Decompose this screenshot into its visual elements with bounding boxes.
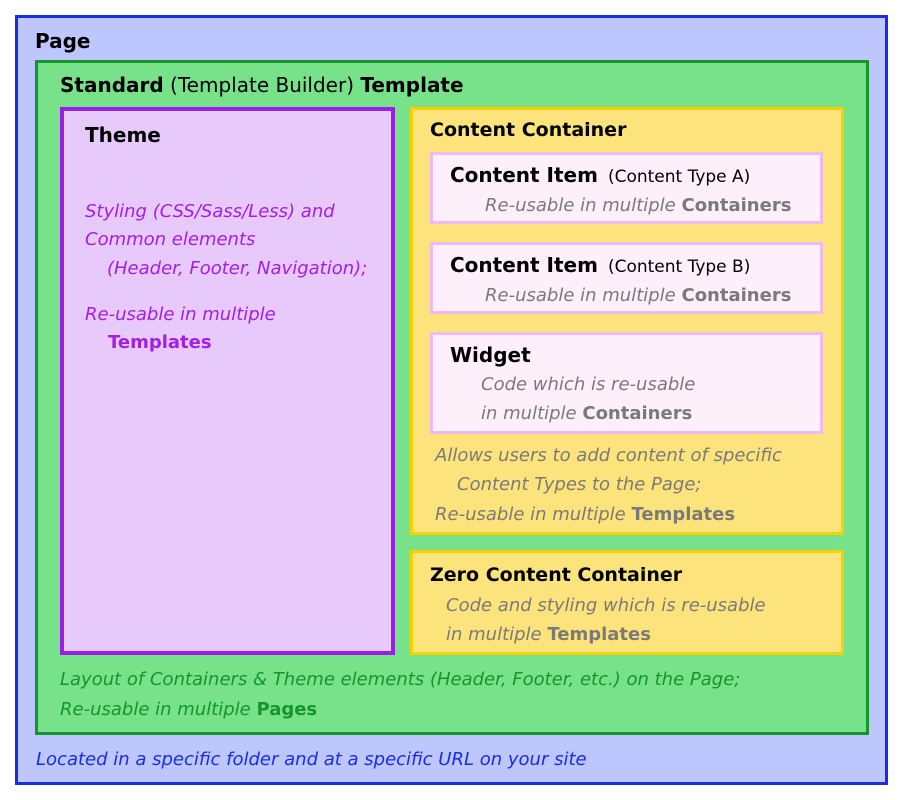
content-container-label: Content Container bbox=[430, 119, 627, 141]
widget-note-line1: Code which is re-usable bbox=[481, 374, 696, 395]
zero-container-note-line2-text: in multiple bbox=[446, 624, 548, 645]
theme-box bbox=[60, 107, 395, 655]
template-note-line2: Re-usable in multiple Pages bbox=[60, 701, 317, 719]
content-item-b-label: Content Item bbox=[450, 253, 598, 277]
content-item-b-note-text: Re-usable in multiple bbox=[485, 285, 682, 306]
content-item-a-containers: Containers bbox=[681, 195, 792, 216]
zero-container-note-line2: in multiple Templates bbox=[446, 626, 651, 644]
widget-note-line2-text: in multiple bbox=[481, 403, 583, 424]
content-item-b-type: (Content Type B) bbox=[607, 257, 751, 277]
content-container-note-line3: Re-usable in multiple Templates bbox=[435, 506, 735, 524]
content-item-b-note: Re-usable in multiple Containers bbox=[485, 287, 791, 305]
widget-containers: Containers bbox=[582, 403, 693, 424]
widget-label: Widget bbox=[450, 343, 531, 367]
template-label-template: Template bbox=[360, 73, 464, 97]
theme-line1: Styling (CSS/Sass/Less) and bbox=[85, 203, 335, 221]
template-label-standard: Standard bbox=[60, 73, 164, 97]
content-item-b-box bbox=[430, 242, 823, 314]
content-container-note-line3-text: Re-usable in multiple bbox=[435, 504, 632, 525]
widget-note-line2: in multiple Containers bbox=[481, 405, 692, 423]
theme-label: Theme bbox=[85, 123, 161, 147]
theme-line1-styling: Styling (CSS/Sass/Less) bbox=[85, 201, 296, 222]
template-note-line2-text: Re-usable in multiple bbox=[60, 699, 257, 720]
template-label: Standard (Template Builder) Template bbox=[60, 75, 464, 95]
template-note-pages: Pages bbox=[256, 699, 318, 720]
page-label: Page bbox=[35, 29, 91, 53]
widget-box bbox=[430, 332, 823, 434]
content-container-templates: Templates bbox=[631, 504, 736, 525]
template-label-builder: (Template Builder) bbox=[163, 73, 361, 97]
theme-templates: Templates bbox=[108, 332, 212, 353]
content-container-note-line1: Allows users to add content of specific bbox=[435, 445, 782, 466]
content-item-a-heading: Content Item (Content Type A) bbox=[450, 165, 750, 186]
content-item-a-label: Content Item bbox=[450, 163, 598, 187]
theme-line4: Re-usable in multiple bbox=[85, 304, 276, 325]
content-item-a-type: (Content Type A) bbox=[607, 167, 751, 187]
theme-line2: Common elements bbox=[85, 229, 256, 250]
content-item-b-containers: Containers bbox=[681, 285, 792, 306]
zero-container-templates: Templates bbox=[547, 624, 651, 645]
content-item-a-box bbox=[430, 152, 823, 224]
content-item-b-heading: Content Item (Content Type B) bbox=[450, 255, 750, 276]
zero-content-container-box bbox=[410, 550, 844, 655]
theme-line1-and: and bbox=[295, 201, 335, 222]
template-note-line1: Layout of Containers & Theme elements (H… bbox=[60, 669, 741, 690]
theme-line3: (Header, Footer, Navigation); bbox=[107, 258, 368, 279]
zero-container-label: Zero Content Container bbox=[430, 564, 683, 586]
zero-container-note-line1: Code and styling which is re-usable bbox=[446, 595, 766, 616]
content-container-note-line2: Content Types to the Page; bbox=[457, 474, 702, 495]
page-note: Located in a specific folder and at a sp… bbox=[36, 749, 587, 770]
content-item-a-note: Re-usable in multiple Containers bbox=[485, 197, 791, 215]
content-item-a-note-text: Re-usable in multiple bbox=[485, 195, 682, 216]
